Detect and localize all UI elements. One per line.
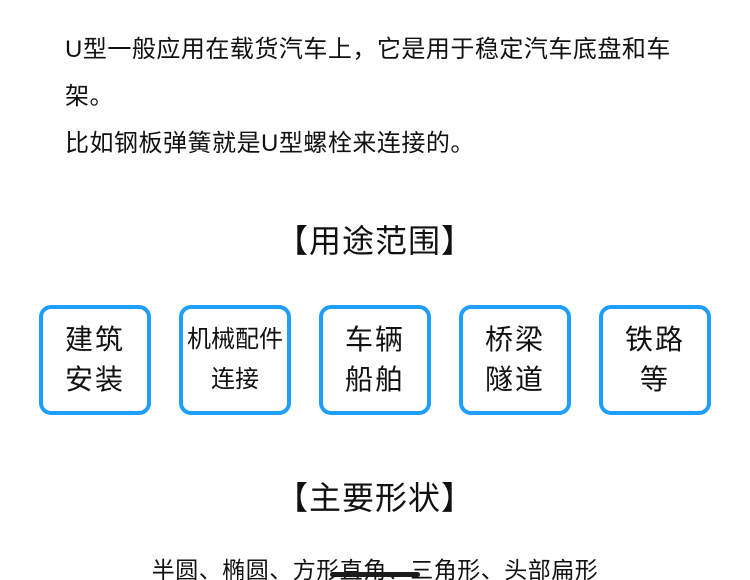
usage-box-label-line2: 安装 <box>64 364 125 395</box>
usage-box-label-line1: 车辆 <box>344 324 405 355</box>
usage-box-label-line2: 船舶 <box>344 364 405 395</box>
usage-box-label-line1: 建筑 <box>64 324 125 355</box>
intro-line-2: 比如钢板弹簧就是U型螺栓来连接的。 <box>65 130 475 157</box>
usage-box-label-line1: 桥梁 <box>484 324 545 355</box>
intro-line-1: U型一般应用在载货汽车上，它是用于稳定汽车底盘和车架。 <box>65 36 671 110</box>
usage-box-machinery: 机械配件 连接 <box>179 305 291 415</box>
usage-box-label-line2: 连接 <box>211 366 259 393</box>
usage-boxes-row: 建筑 安装 机械配件 连接 车辆 船舶 桥梁 隧道 铁路 等 <box>0 305 750 415</box>
usage-box-railway: 铁路 等 <box>599 305 711 415</box>
usage-box-construction: 建筑 安装 <box>39 305 151 415</box>
usage-box-vehicles-ships: 车辆 船舶 <box>319 305 431 415</box>
home-indicator-bar[interactable] <box>330 572 420 577</box>
usage-box-label-line1: 铁路 <box>624 324 685 355</box>
usage-box-label-line1: 机械配件 <box>187 326 283 353</box>
usage-box-label-line2: 等 <box>639 364 670 395</box>
shapes-heading: 【主要形状】 <box>275 480 474 516</box>
usage-box-label-line2: 隧道 <box>484 364 545 395</box>
usage-box-bridges-tunnels: 桥梁 隧道 <box>459 305 571 415</box>
shapes-list: 半圆、椭圆、方形直角、三角形、头部扁形 <box>151 557 599 580</box>
intro-paragraph: U型一般应用在载货汽车上，它是用于稳定汽车底盘和车架。 比如钢板弹簧就是U型螺栓… <box>65 26 710 167</box>
usage-heading: 【用途范围】 <box>275 223 474 259</box>
